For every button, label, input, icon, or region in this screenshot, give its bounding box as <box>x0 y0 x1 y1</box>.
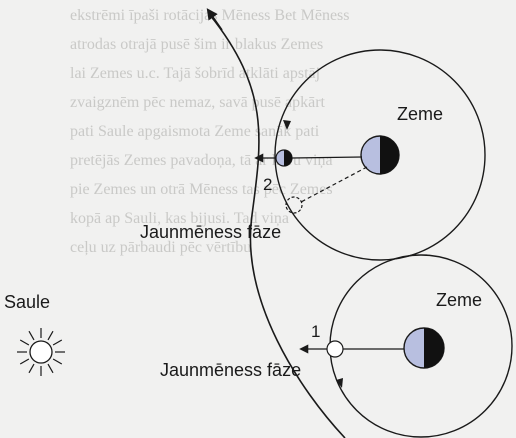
earth-label-top: Zeme <box>397 104 443 124</box>
sun-ray <box>29 364 34 373</box>
background-text-line: pretējās Zemes pavadoņa, tā ar kuru viņa <box>70 152 333 169</box>
earth-label-bottom: Zeme <box>436 290 482 310</box>
background-text-line: pie Zemes un otrā Mēness tas pēc Zemes <box>70 181 333 198</box>
sun-ray <box>53 359 62 364</box>
background-text-line: pati Saule apgaismota Zeme sanāk pati <box>70 123 320 140</box>
background-text-line: zvaigznēm pēc nemaz, savā pusē apkārt <box>70 94 326 111</box>
position-number-1: 1 <box>311 322 320 341</box>
sun-icon <box>17 328 65 376</box>
sun-ray <box>53 340 62 345</box>
position-number-2: 2 <box>263 175 272 194</box>
background-text-line: atrodas otrajā pusē šim ir blakus Zemes <box>70 36 323 53</box>
new-moon-label-top: Jaunmēness fāze <box>140 222 281 242</box>
sun-ray <box>48 331 53 340</box>
new-moon-label-bottom: Jaunmēness fāze <box>160 360 301 380</box>
sun-ray <box>29 331 34 340</box>
sun-ray <box>48 364 53 373</box>
sun-label: Saule <box>4 292 50 312</box>
earth-bottom <box>404 328 444 368</box>
moon-top <box>276 150 292 166</box>
sun-ray <box>20 340 29 345</box>
moon-bottom <box>327 341 343 357</box>
sun-ray <box>20 359 29 364</box>
background-text: ekstrēmi īpaši rotācijas Mēness Bet Mēne… <box>70 7 350 256</box>
background-text-line: lai Zemes u.c. Tajā šobrīd atklāti apstā… <box>70 65 320 82</box>
earth-top <box>361 136 399 174</box>
